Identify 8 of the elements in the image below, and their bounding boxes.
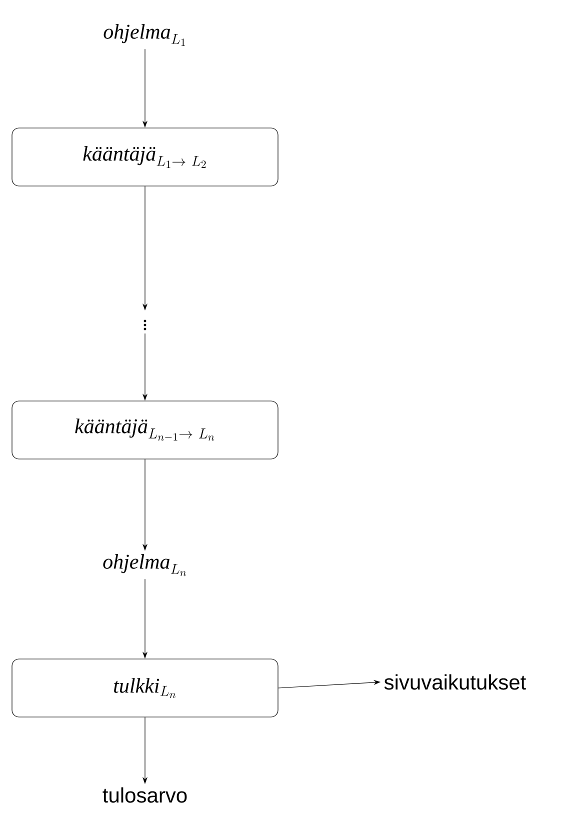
compiler-box: $\mbox{\itshape kääntäjä}_{L_{n-1}\to\ L_n}$: [12, 400, 278, 460]
result-label: tulosarvo: [102, 787, 187, 803]
ellipsis: $\vdots$: [144, 320, 146, 330]
output-label: sivuvaikutukset: [384, 674, 526, 690]
program-label: $\mbox{\itshape ohjelma}_{L_n}$: [103, 554, 186, 576]
program-label: $\mbox{\itshape ohjelma}_{L_1}$: [104, 24, 185, 46]
interpreter-box: $\mbox{\itshape tulkki}_{L_n}$: [12, 658, 278, 718]
compiler-box: $\mbox{\itshape kääntäjä}_{L_1\to\ L_2}$: [12, 128, 278, 186]
